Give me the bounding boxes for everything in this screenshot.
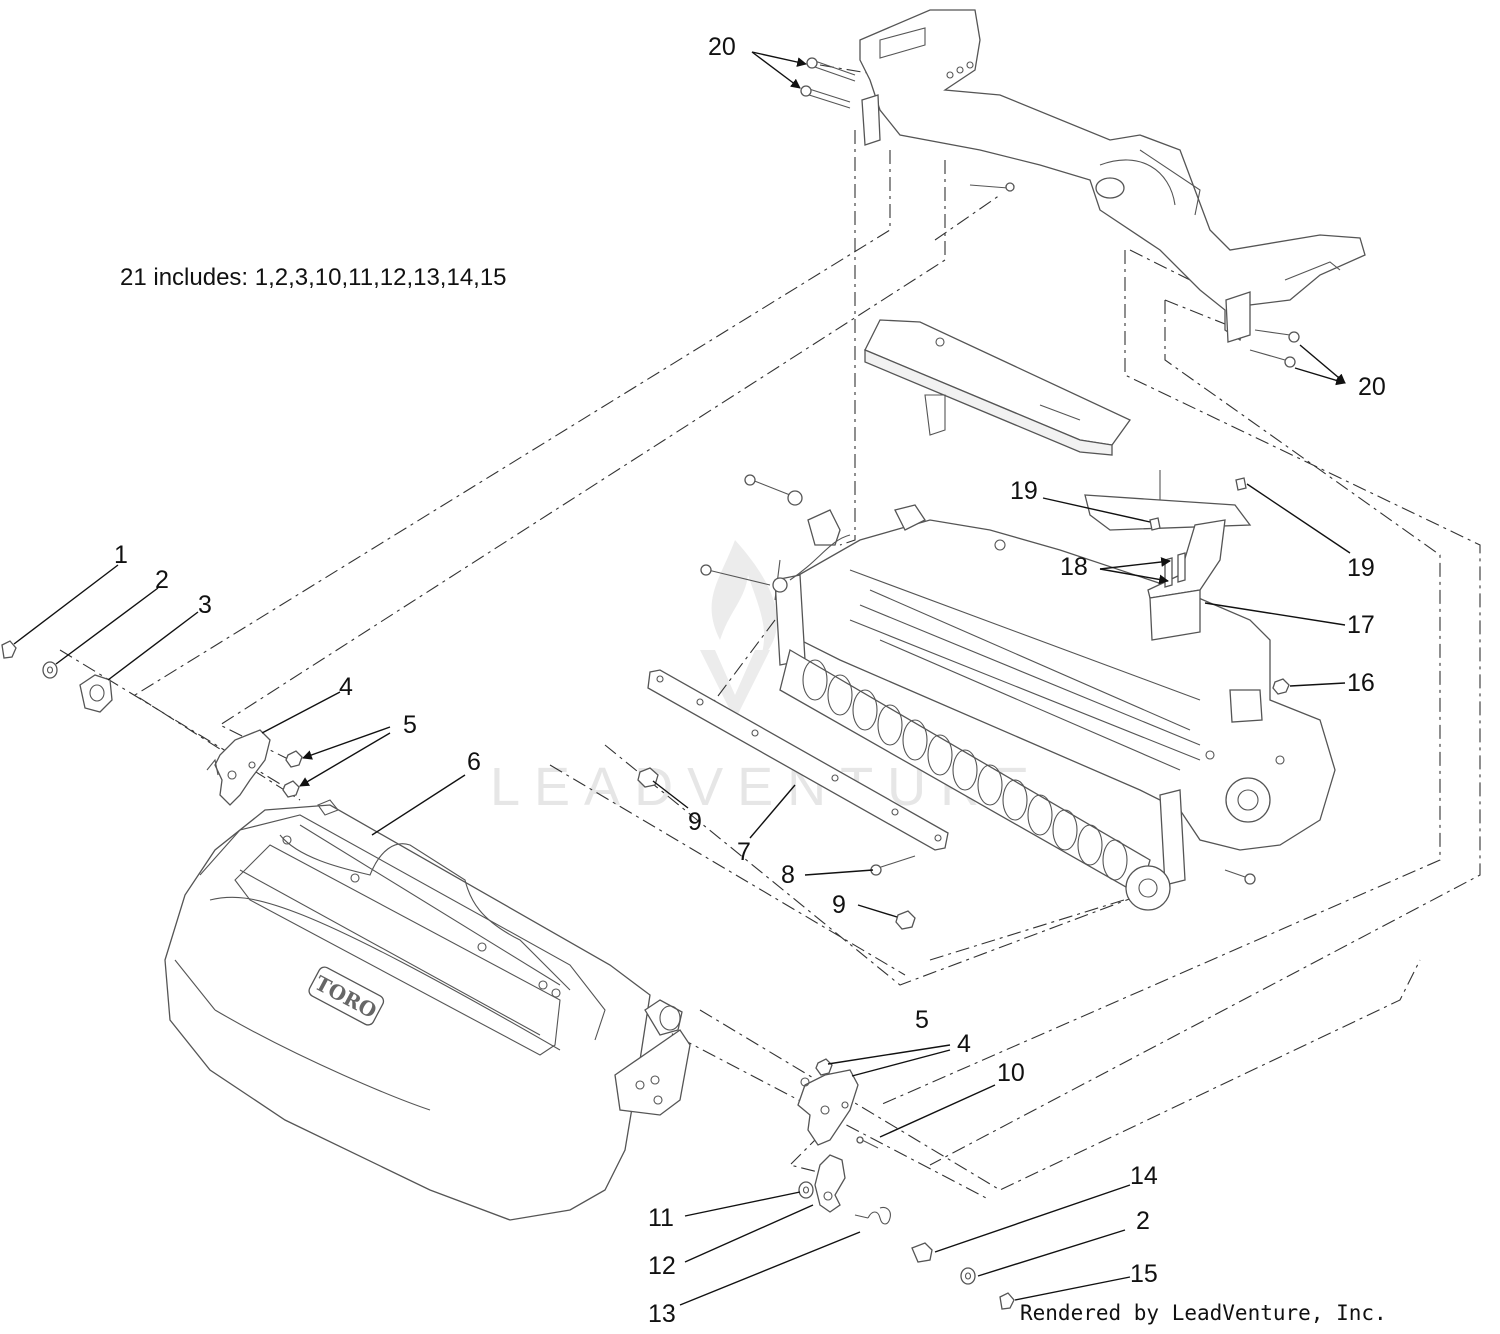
callout-18: 18: [1060, 553, 1088, 581]
top-plate: [864, 319, 1252, 531]
callout-4: 4: [339, 673, 353, 701]
small-hardware: [637, 678, 1290, 930]
bolts-20: [800, 57, 1300, 368]
grass-basket-6: TORO: [164, 799, 691, 1221]
callout-19-left: 19: [1010, 477, 1038, 505]
shield-17: [1147, 477, 1247, 641]
kit-note: 21 includes: 1,2,3,10,11,12,13,14,15: [120, 264, 507, 291]
latch-12: [798, 1154, 891, 1225]
callout-11: 11: [648, 1204, 674, 1232]
render-credit: Rendered by LeadVenture, Inc.: [1020, 1301, 1387, 1325]
leader-lines: [13, 51, 1351, 1306]
right-latch-4: [797, 1058, 879, 1149]
callout-6: 6: [467, 748, 481, 776]
bedbar-7: [647, 669, 949, 851]
callout-labels: 1 2 3 4 5 6 7 8 9 9 5 4 10 11 12 13 14 2…: [114, 33, 1386, 1328]
callout-14: 14: [1130, 1162, 1158, 1190]
callout-5: 5: [403, 711, 417, 739]
left-hardware: [1, 640, 113, 713]
callout-12: 12: [648, 1252, 676, 1280]
callout-9-lower: 9: [832, 891, 846, 919]
callout-19-right: 19: [1347, 554, 1375, 582]
reel-bolts: [700, 474, 1256, 885]
callout-8: 8: [781, 861, 795, 889]
callout-7: 7: [737, 838, 751, 866]
callout-10: 10: [997, 1059, 1025, 1087]
callout-4-lower: 4: [957, 1030, 971, 1058]
callout-3: 3: [198, 591, 212, 619]
callout-2: 2: [155, 566, 169, 594]
callout-16: 16: [1347, 669, 1375, 697]
left-latch-4: [206, 729, 303, 806]
yoke-frame: [859, 9, 1366, 343]
right-hardware: [911, 1242, 1015, 1310]
callout-13: 13: [648, 1300, 676, 1328]
callout-5-lower: 5: [915, 1006, 929, 1034]
reel-assembly: [774, 504, 1336, 911]
callout-17: 17: [1347, 611, 1375, 639]
callout-1: 1: [114, 541, 128, 569]
callout-9-upper: 9: [688, 808, 702, 836]
callout-20-top: 20: [708, 33, 736, 61]
callout-15: 15: [1130, 1260, 1158, 1288]
callout-20-right: 20: [1358, 373, 1386, 401]
callout-2-lower: 2: [1136, 1207, 1150, 1235]
